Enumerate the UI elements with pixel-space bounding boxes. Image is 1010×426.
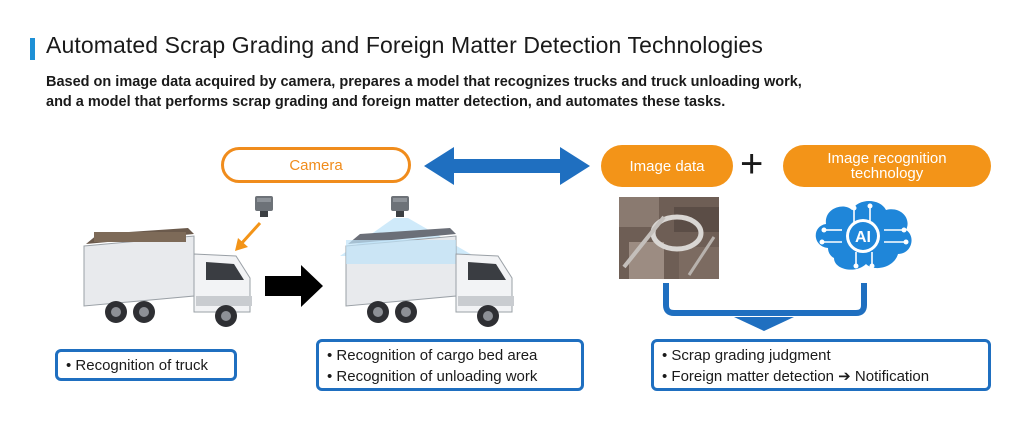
subtitle-line-1: Based on image data acquired by camera, …	[46, 74, 802, 90]
image-data-label: Image data	[601, 145, 733, 187]
scrap-photo	[619, 197, 719, 279]
box-item: • Recognition of cargo bed area	[327, 347, 538, 364]
truck-recognition-box: • Recognition of truck	[55, 349, 237, 381]
ai-text: AI	[855, 229, 871, 246]
title-accent-bar	[30, 38, 35, 60]
double-arrow-icon	[424, 147, 590, 185]
box-item: • Foreign matter detection ➔ Notificatio…	[662, 368, 930, 385]
result-box: • Scrap grading judgment • Foreign matte…	[651, 339, 991, 391]
box-item: • Recognition of truck	[66, 357, 208, 374]
ai-brain-icon: AI	[815, 201, 912, 270]
image-recognition-line-1: Image recognition	[827, 150, 947, 167]
camera-icon	[255, 196, 273, 217]
image-recognition-label: Image recognition technology	[783, 145, 991, 187]
orange-arrow-icon	[235, 221, 262, 251]
box-item: • Recognition of unloading work	[327, 368, 538, 385]
page-subtitle: Based on image data acquired by camera, …	[46, 72, 802, 112]
image-recognition-line-2: technology	[850, 165, 924, 182]
truck-icon	[83, 228, 252, 327]
cargo-recognition-box: • Recognition of cargo bed area • Recogn…	[316, 339, 584, 391]
box-item: • Scrap grading judgment	[662, 347, 831, 364]
plus-sign: +	[740, 142, 764, 186]
page-title: Automated Scrap Grading and Foreign Matt…	[46, 32, 763, 58]
camera-label: Camera	[221, 147, 411, 183]
black-arrow-icon	[265, 265, 323, 307]
subtitle-line-2: and a model that performs scrap grading …	[46, 94, 726, 110]
camera-icon	[391, 196, 409, 217]
truck-icon	[345, 228, 514, 327]
merge-connector	[663, 283, 867, 331]
